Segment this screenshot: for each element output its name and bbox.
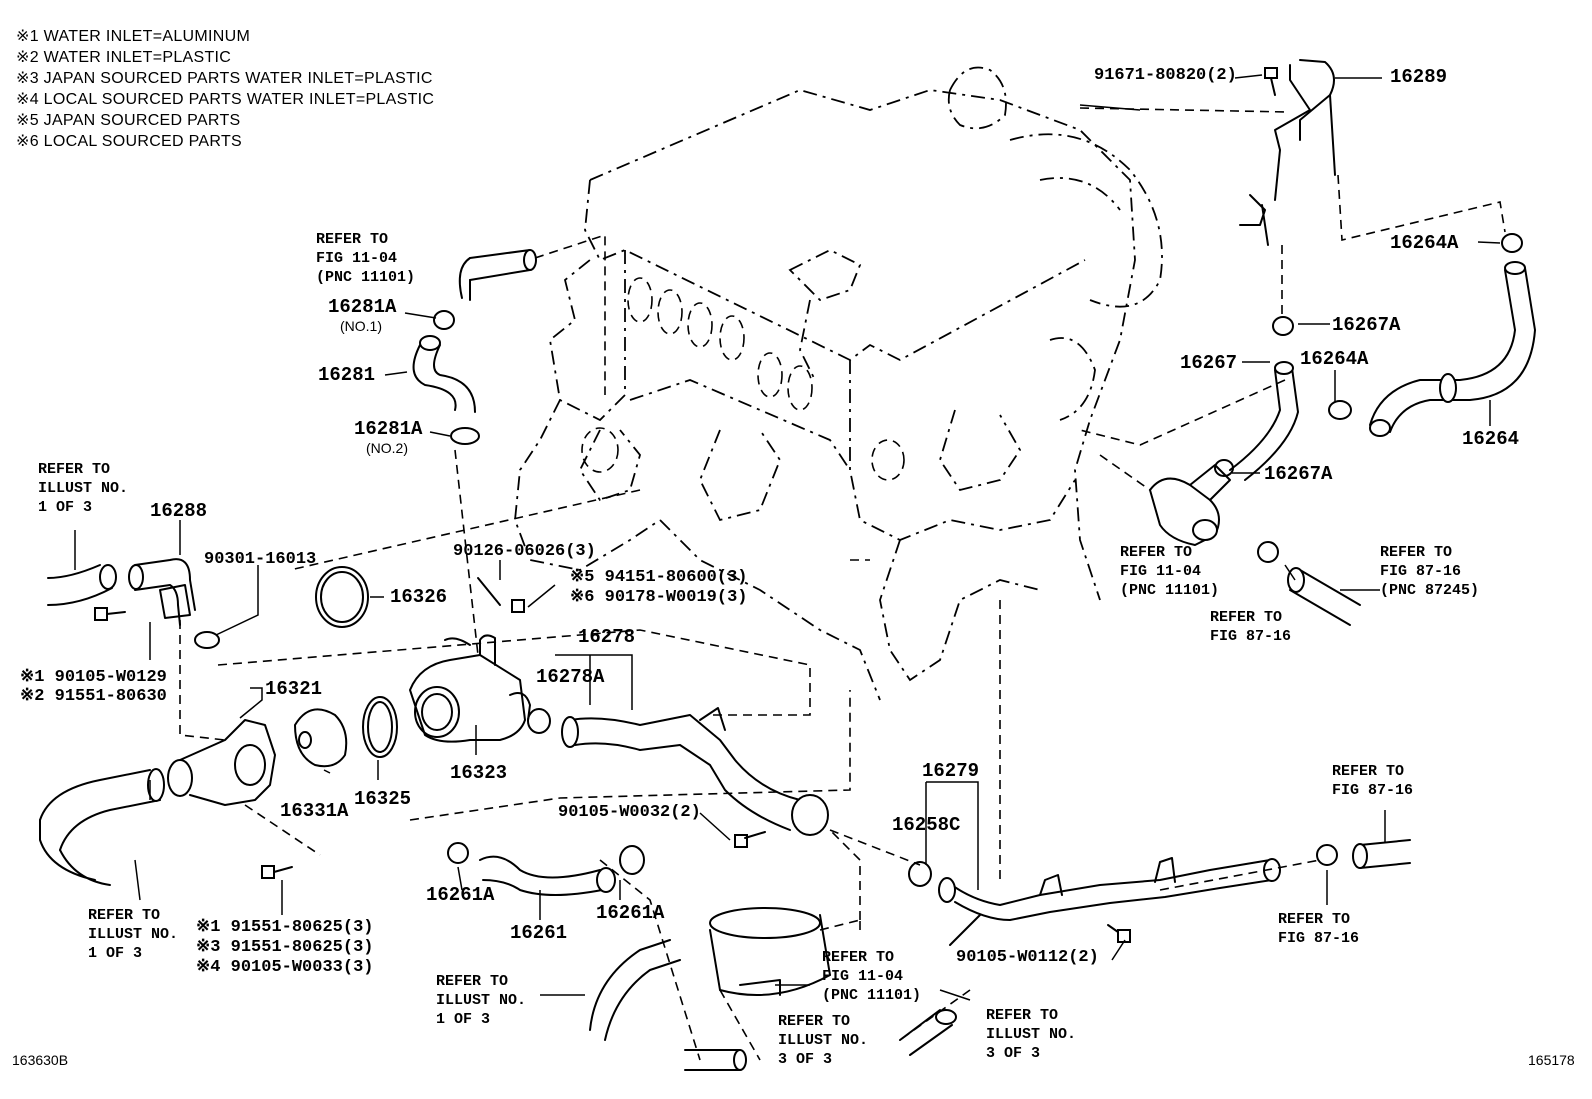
part-label[interactable]: 16288 [150,500,208,522]
hose-16264 [1369,261,1536,437]
hose-ref-bottom-left [589,939,681,1041]
part-label[interactable]: ※5 94151-80600(3) [570,568,748,587]
part-label[interactable]: 16267 [1180,352,1238,374]
bolt-91551-80625 [261,865,293,879]
tubes-bottom [684,1009,957,1071]
bolt-90105-w0032 [734,831,766,848]
bolt-91671 [1264,67,1278,96]
part-label[interactable]: 16261A [596,902,665,924]
part-label[interactable]: 16323 [450,762,508,784]
part-label[interactable]: 16264A [1390,232,1459,254]
pipe-16278 [561,707,829,836]
hose-16288 [128,558,220,649]
part-label[interactable]: 16264 [1462,428,1520,450]
pipe-16279 [938,857,1281,946]
part-label[interactable]: 90105-W0032(2) [558,803,701,822]
figure-id-left: 163630B [12,1052,69,1068]
part-label[interactable]: 90126-06026(3) [453,542,596,561]
part-label[interactable]: 91671-80820(2) [1094,66,1237,85]
hose-heater-right [1287,567,1361,626]
part-label[interactable]: 16331A [280,800,349,822]
part-label[interactable]: 16278 [578,626,636,648]
part-label[interactable]: 16321 [265,678,323,700]
note-4: ※4 LOCAL SOURCED PARTS WATER INLET=PLAST… [16,91,435,108]
part-label[interactable]: 16325 [354,788,412,810]
part-label[interactable]: ※6 90178-W0019(3) [570,588,748,607]
footnotes: ※1 WATER INLET=ALUMINUM ※2 WATER INLET=P… [16,26,434,152]
part-label[interactable]: ※1 90105-W0129 [20,668,167,687]
part-label[interactable]: 16258C [892,814,961,836]
note-1: ※1 WATER INLET=ALUMINUM [16,28,251,45]
figure-id-right: 165178 [1528,1052,1575,1068]
oring-16278A [527,708,551,734]
water-outlet-fitting [1149,464,1231,546]
hose-16261 [447,842,645,896]
part-label[interactable]: 90105-W0112(2) [956,948,1099,967]
hose-ref-left-mid [39,768,165,901]
bolt-90105-w0129 [94,607,126,621]
part-label[interactable]: ※4 90105-W0033(3) [196,958,374,977]
part-sublabel: (NO.2) [366,440,408,456]
note-2: ※2 WATER INLET=PLASTIC [16,49,232,66]
part-label[interactable]: 16281 [318,364,376,386]
part-label[interactable]: 90301-16013 [204,550,317,569]
part-label[interactable]: 16281A [354,418,423,440]
note-6: ※6 LOCAL SOURCED PARTS [16,133,242,150]
hose-16267 [1229,361,1299,481]
turbo-housing [947,66,1163,421]
hose-16281 [412,249,537,445]
water-inlet-16321 [167,719,276,806]
part-label[interactable]: 16261A [426,884,495,906]
note-3: ※3 JAPAN SOURCED PARTS WATER INLET=PLAST… [16,70,433,87]
cylinder-bores [581,277,905,481]
gasket-16325 [362,696,398,758]
bolt-90105-w0112 [1107,924,1131,943]
pipe-16289 [1239,59,1336,246]
part-label[interactable]: ※2 91551-80630 [20,687,167,706]
hose-ref-left-top [47,530,117,606]
oring-16258C [908,861,932,887]
part-label[interactable]: 16326 [390,586,448,608]
part-label[interactable]: 16279 [922,760,980,782]
part-label[interactable]: 16264A [1300,348,1369,370]
engine-block [514,89,1136,701]
gasket-16326 [315,566,369,628]
hose-ref-right-bottom [1352,810,1411,869]
part-label[interactable]: ※3 91551-80625(3) [196,938,374,957]
part-label[interactable]: 16267A [1332,314,1401,336]
thermostat-16331A [294,708,348,768]
part-sublabel: (NO.1) [340,318,382,334]
part-label[interactable]: 16281A [328,296,397,318]
note-5: ※5 JAPAN SOURCED PARTS [16,112,241,129]
housing-16323 [409,634,531,743]
pipe-cylinder-bottom [709,907,831,996]
studs [477,577,525,613]
part-label[interactable]: 16267A [1264,463,1333,485]
part-label[interactable]: 16289 [1390,66,1448,88]
dashed-connections [179,107,1506,1061]
part-label[interactable]: 16278A [536,666,605,688]
part-label[interactable]: 16261 [510,922,568,944]
leader-lines [149,74,1501,1001]
part-label[interactable]: ※1 91551-80625(3) [196,918,374,937]
